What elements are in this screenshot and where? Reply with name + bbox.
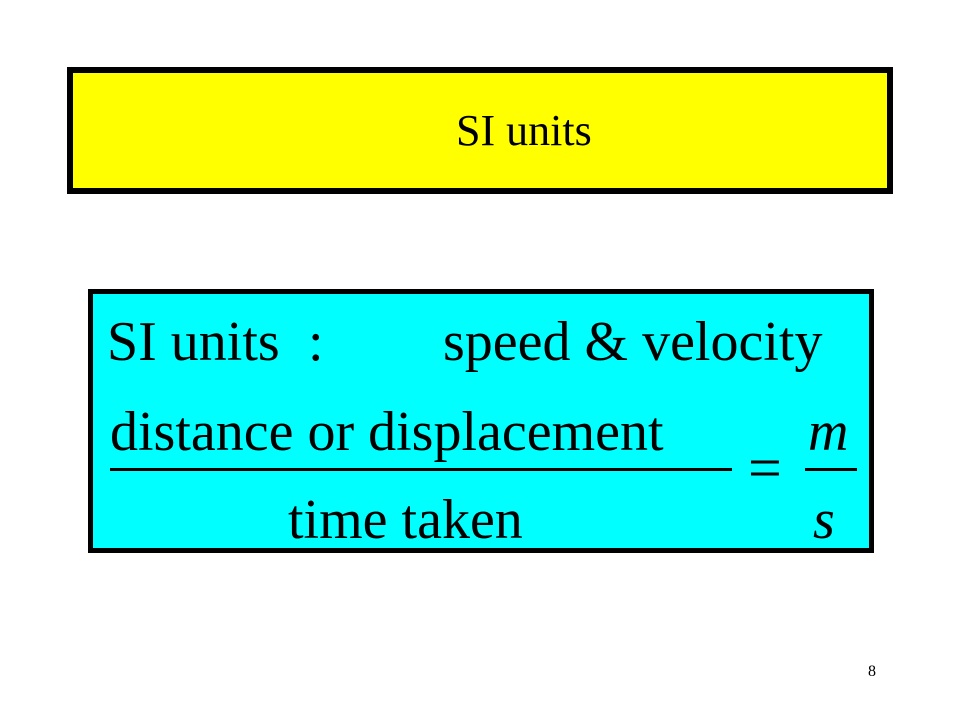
formula-colon: :	[308, 311, 324, 373]
formula-box: SI units : speed & velocity distance or …	[88, 289, 874, 553]
formula-numerator: distance or displacement	[110, 401, 664, 463]
unit-numerator: m	[808, 401, 849, 463]
page-number: 8	[868, 663, 876, 680]
title-box: SI units	[67, 67, 893, 194]
fraction-bar	[110, 468, 732, 471]
equals-sign: =	[748, 435, 782, 501]
formula-quantity: speed & velocity	[443, 311, 823, 373]
formula-denominator: time taken	[288, 489, 523, 551]
formula-label: SI units	[107, 311, 280, 373]
unit-fraction-bar	[805, 468, 857, 471]
unit-denominator: s	[813, 489, 835, 551]
slide-title: SI units	[456, 106, 592, 155]
